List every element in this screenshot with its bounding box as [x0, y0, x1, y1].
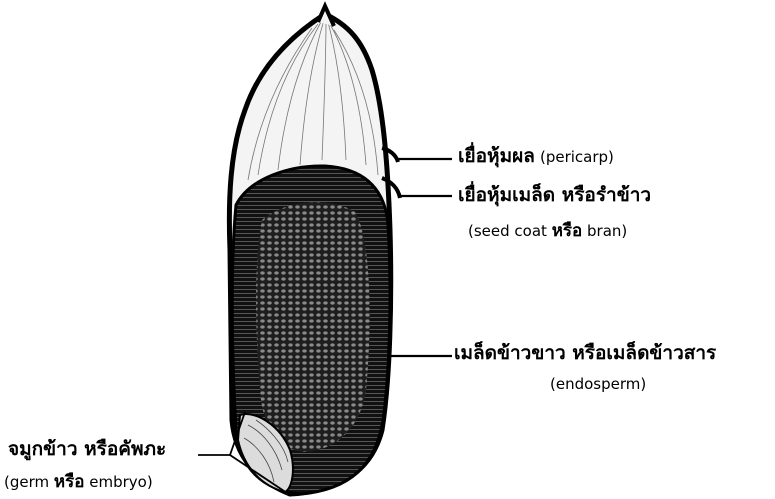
endosperm-en: (endosperm) [550, 377, 646, 392]
pericarp-en: (pericarp) [540, 148, 614, 166]
seed-coat-en-close: bran) [587, 222, 627, 240]
seed-coat-or: หรือ [552, 221, 583, 241]
seed-coat-sub: (seed coat หรือ bran) [468, 223, 627, 240]
germ-sub: (germ หรือ embryo) [4, 474, 153, 491]
endosperm-label: เมล็ดข้าวขาว หรือเมล็ดข้าวสาร [454, 344, 716, 363]
germ-or: หรือ [54, 472, 85, 492]
pericarp-label: เยื่อหุ้มผล (pericarp) [458, 147, 614, 166]
seed-coat-en-open: (seed coat [468, 222, 547, 240]
endosperm-core [256, 202, 370, 452]
germ-label: จมูกข้าว หรือคัพภะ [8, 440, 166, 459]
germ-en-open: (germ [4, 473, 49, 491]
germ-en-close: embryo) [89, 473, 152, 491]
seed-coat-label: เยื่อหุ้มเมล็ด หรือรำข้าว [458, 186, 651, 205]
pericarp-thai: เยื่อหุ้มผล [458, 145, 535, 167]
